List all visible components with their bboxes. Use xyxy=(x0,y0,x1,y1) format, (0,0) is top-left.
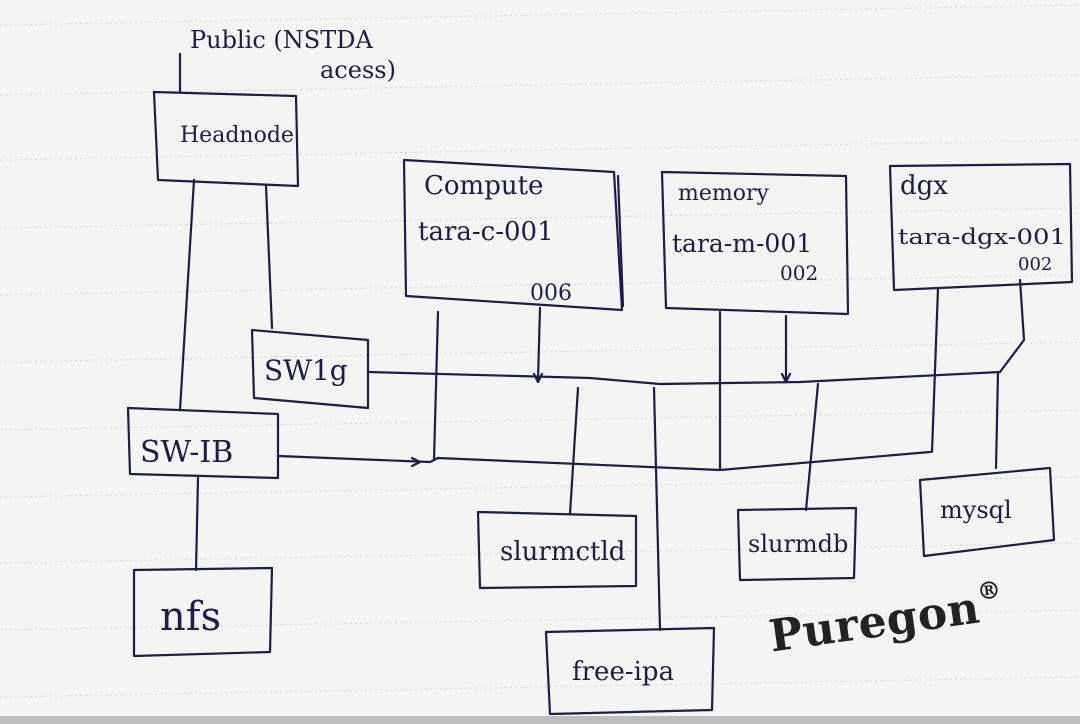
page-bottom-edge xyxy=(0,716,1080,724)
memory-box xyxy=(660,170,850,316)
slurmctld-box xyxy=(476,510,638,590)
sw1g-label: SW1g xyxy=(264,354,348,387)
public-access-label-cont: acess) xyxy=(320,56,396,84)
sw1g-box xyxy=(250,328,370,410)
dgx-title: dgx xyxy=(900,171,948,201)
dgx-to-swib-line xyxy=(930,286,940,454)
dgx-range-end: 002 xyxy=(1018,254,1052,275)
memory-title: memory xyxy=(678,181,770,206)
nfs-box xyxy=(132,566,274,658)
headnode-to-sw1g-line xyxy=(264,184,274,330)
compute-box xyxy=(402,158,624,312)
public-access-label: Public (NSTDA xyxy=(190,26,373,54)
compute-range-start: tara-c-001 xyxy=(418,217,554,247)
sw1g-bus-line xyxy=(366,278,1026,386)
memory-range-start: tara-m-001 xyxy=(672,229,812,258)
slurmdb-to-sw1g-line xyxy=(804,382,820,512)
slurmdb-box xyxy=(736,506,858,582)
slurmctld-label: slurmctld xyxy=(500,537,625,567)
headnode-label: Headnode xyxy=(180,123,294,148)
dgx-range-start: tara-dgx-001 xyxy=(898,225,1066,249)
swib-to-nfs-line xyxy=(194,476,200,572)
mysql-box xyxy=(918,466,1056,558)
compute-box-right-edge xyxy=(616,174,625,308)
mysql-to-sw1g-line xyxy=(994,370,1000,470)
memory-range-end: 002 xyxy=(780,261,818,285)
arrow-tick-swib-in xyxy=(410,456,422,468)
slurmctld-to-sw1g-line xyxy=(568,386,580,516)
compute-range-end: 006 xyxy=(530,281,572,306)
compute-to-sw1g-line xyxy=(536,306,542,382)
arrow-tick-memory xyxy=(780,372,792,384)
slurmdb-label: slurmdb xyxy=(748,530,848,558)
swib-bus-line xyxy=(276,450,932,472)
headnode-to-swib-line xyxy=(178,178,196,412)
swib-label: SW-IB xyxy=(140,435,233,470)
mysql-label: mysql xyxy=(940,496,1012,524)
compute-to-swib-line xyxy=(432,310,440,462)
freeipa-box xyxy=(544,626,716,716)
swib-box xyxy=(126,406,280,480)
nfs-label: nfs xyxy=(160,594,221,640)
dgx-box xyxy=(888,162,1074,292)
freeipa-to-sw1g-line xyxy=(652,386,662,632)
compute-title: Compute xyxy=(424,171,543,201)
freeipa-label: free-ipa xyxy=(572,657,674,687)
headnode-box xyxy=(152,90,300,188)
registered-mark: ® xyxy=(975,574,1004,607)
arrow-tick-compute xyxy=(532,372,544,384)
